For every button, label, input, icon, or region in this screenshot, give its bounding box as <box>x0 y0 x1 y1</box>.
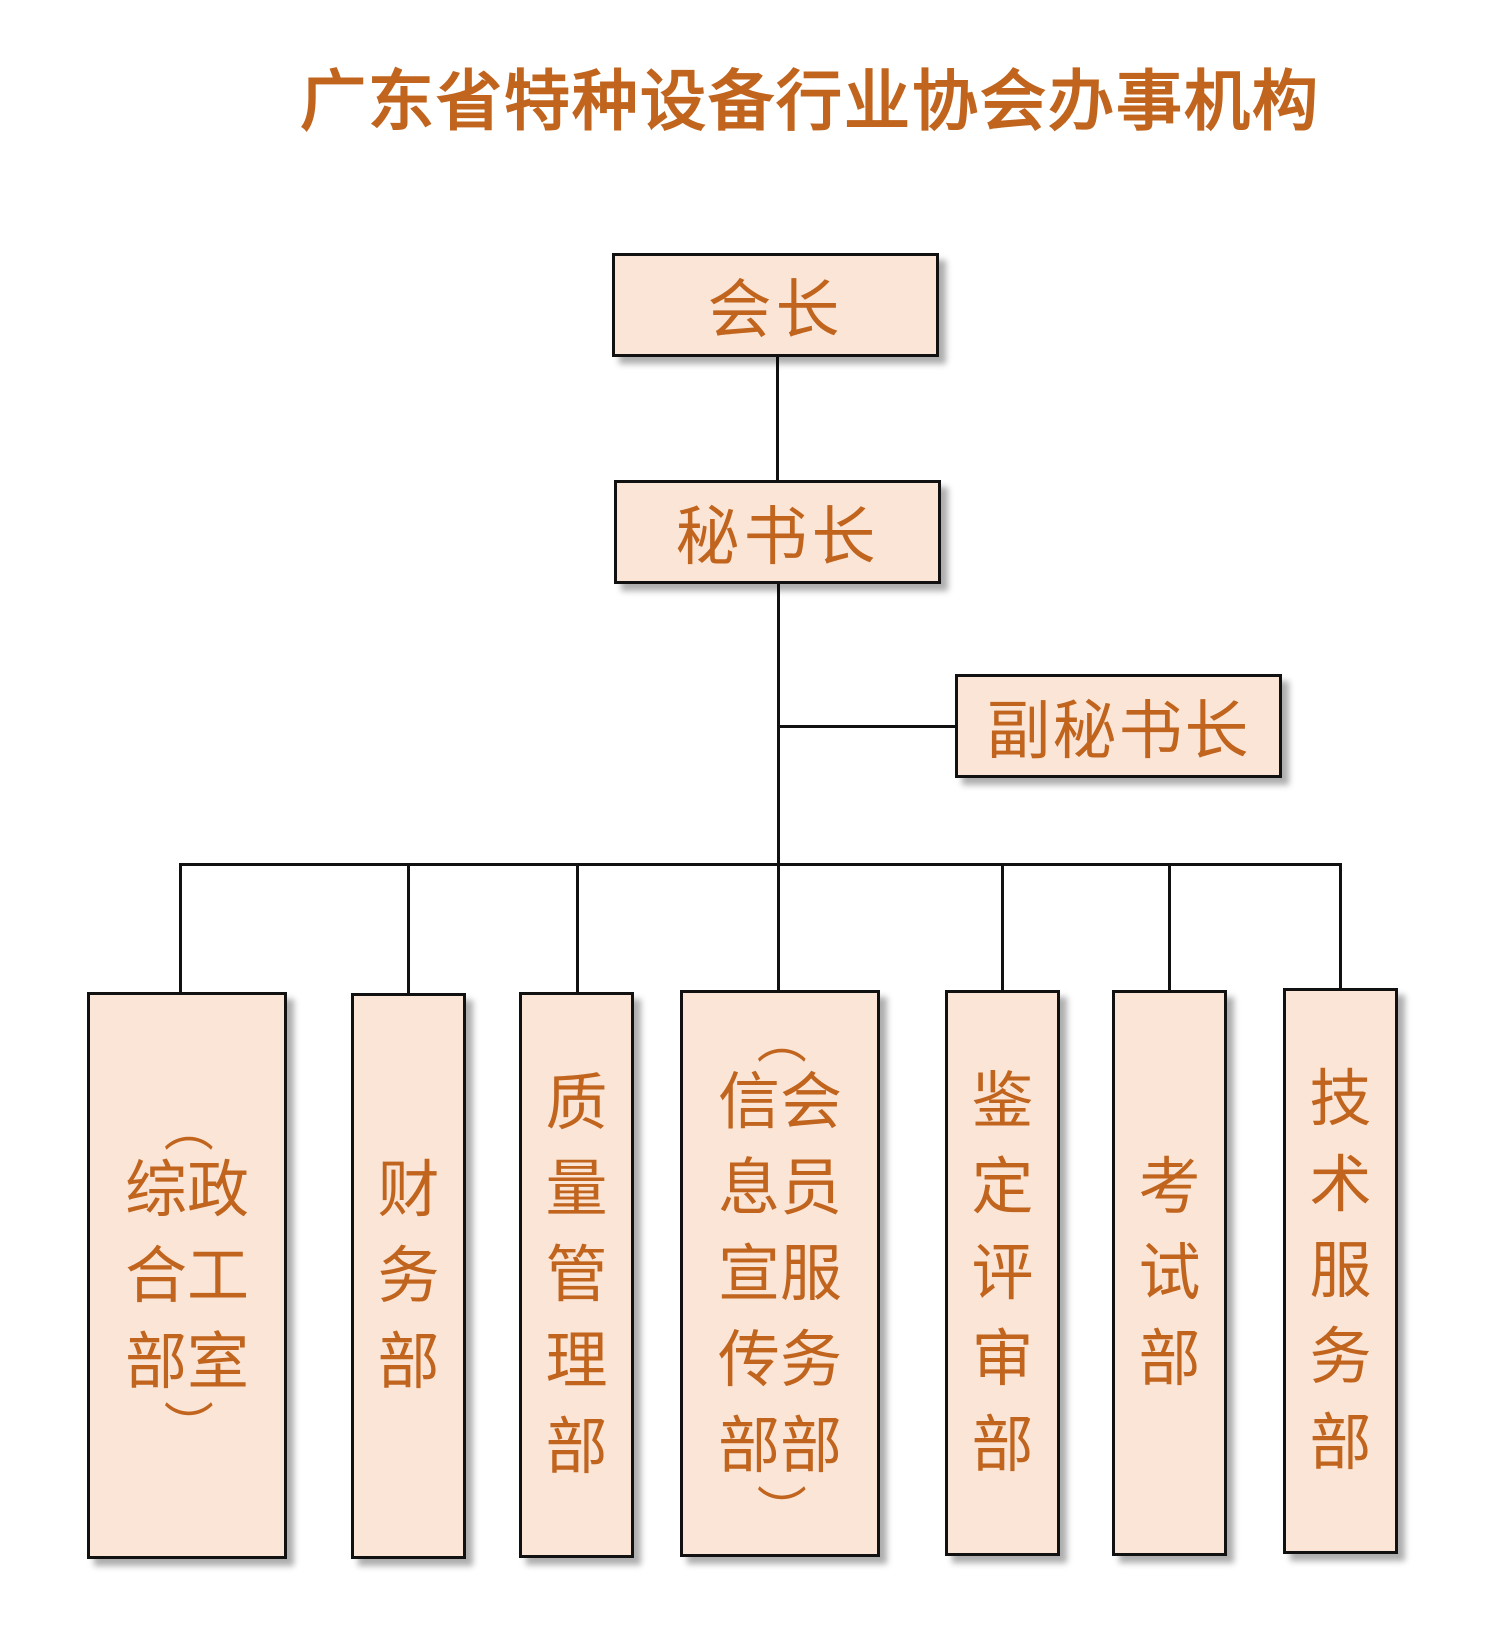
connector-secretary-trunk <box>777 582 780 864</box>
node-president-label: 会长 <box>707 274 844 348</box>
dept-exam: 考试部 <box>1112 990 1227 1556</box>
dept-quality: 质量管理部 <box>519 992 634 1558</box>
node-deputy-secretary-general: 副秘书长 <box>955 674 1282 778</box>
dept-tech-service: 技术服务部 <box>1283 988 1398 1554</box>
dept-label-row: 宣服 <box>717 1236 842 1310</box>
node-secretary-general: 秘书长 <box>614 480 941 584</box>
dept-label-row: 信会 <box>717 1064 842 1138</box>
dept-info-member-label: （信会息员宣服传务部部） <box>717 1013 842 1533</box>
connector-horizontal-bus <box>179 863 1342 866</box>
dept-label-row: 息员 <box>717 1150 842 1224</box>
dept-label-row: ） <box>157 1399 216 1450</box>
dept-exam-label: 考试部 <box>1138 1150 1201 1395</box>
dept-finance-label: 财务部 <box>377 1153 440 1398</box>
node-president: 会长 <box>612 253 939 357</box>
dept-label-row: 传务 <box>717 1322 842 1396</box>
dept-finance: 财务部 <box>351 993 466 1559</box>
connector-drop-quality <box>576 863 579 993</box>
connector-president-secretary <box>776 355 779 482</box>
connector-deputy-branch <box>779 725 957 728</box>
dept-appraisal: 鉴定评审部 <box>945 990 1060 1556</box>
dept-general-office: （综政合工部室） <box>87 992 287 1559</box>
dept-label-row: 部部 <box>717 1408 842 1482</box>
dept-label-row: ） <box>750 1483 809 1534</box>
dept-label-row: 合工 <box>124 1238 249 1312</box>
chart-title: 广东省特种设备行业协会办事机构 <box>300 63 1320 140</box>
connector-drop-finance <box>407 863 410 995</box>
connector-drop-general-office <box>179 863 182 993</box>
dept-tech-service-label: 技术服务部 <box>1309 1062 1372 1479</box>
connector-drop-info-member <box>777 863 780 991</box>
dept-label-row: （ <box>157 1101 216 1152</box>
node-deputy-secretary-general-label: 副秘书长 <box>986 695 1251 769</box>
dept-label-row: 部室 <box>124 1324 249 1398</box>
dept-general-office-label: （综政合工部室） <box>124 1101 249 1449</box>
dept-label-row: 综政 <box>124 1152 249 1226</box>
connector-drop-appraisal <box>1001 863 1004 991</box>
dept-info-member: （信会息员宣服传务部部） <box>680 990 880 1557</box>
connector-drop-exam <box>1168 863 1171 991</box>
dept-appraisal-label: 鉴定评审部 <box>971 1064 1034 1481</box>
dept-label-row: （ <box>750 1013 809 1064</box>
connector-drop-tech-service <box>1339 863 1342 989</box>
node-secretary-general-label: 秘书长 <box>675 501 880 575</box>
dept-quality-label: 质量管理部 <box>545 1066 608 1483</box>
